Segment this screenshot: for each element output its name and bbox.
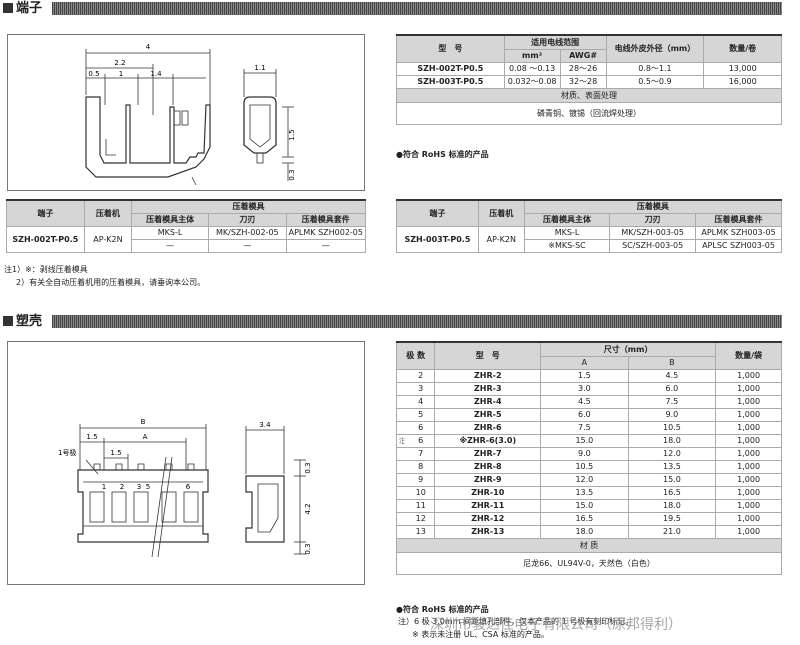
housing-note-2: ※ 表示未注册 UL、CSA 标准的产品。: [412, 630, 549, 639]
section-header-terminal: 端子: [0, 0, 800, 18]
rohs-note: ●符合 RoHS 标准的产品: [396, 150, 489, 159]
terminal-drawing: 4 2.2 0.5 1 1.4 1.1 1.5 0.3: [7, 34, 365, 191]
th-awg: AWG#: [559, 48, 607, 63]
dim-b: 0.5: [88, 70, 99, 78]
th-material: 材 质: [396, 537, 782, 553]
dim-a: A: [143, 433, 148, 441]
dim-g: 0.3: [288, 169, 296, 180]
pin-label: 1: [102, 483, 106, 491]
section-square-icon: [3, 316, 13, 326]
th-qty: 数量/卷: [703, 34, 782, 63]
pin-label: 5: [146, 483, 150, 491]
pin-label: 3: [137, 483, 141, 491]
dim-c: 1: [119, 70, 123, 78]
dim-e: 1.1: [254, 64, 265, 72]
th-outer: 电线外皮外径（mm）: [605, 34, 705, 63]
housing-note-1: 注）6 极 3.0mm 间距填孔部件，仅本产品的 1 号极有刻印标记。: [398, 617, 634, 626]
table-row: SZH-003T-P0.5 0.032～0.08 32～28 0.5～0.9 1…: [396, 74, 782, 89]
dim-42: 4.2: [304, 503, 312, 514]
dim-34: 3.4: [259, 421, 271, 429]
dim-15b: 1.5: [110, 449, 121, 457]
dim-b: B: [141, 418, 146, 426]
table-row: ※MKS-SC SC/SZH-003-05 APLSC SZH003-05: [397, 238, 782, 253]
crimp-table-right: 端子 压着机 压着模具 压着模具主体 刀刃 压着模具套件 SZH-003T-P0…: [396, 199, 783, 253]
rohs-note: ●符合 RoHS 标准的产品: [396, 605, 489, 614]
section-bar: [52, 2, 782, 15]
dim-03a: 0.3: [304, 462, 312, 473]
dim-f: 1.5: [288, 129, 296, 140]
table-row: SZH-002T-P0.5 AP-K2N MKS-L MK/SZH-002-05…: [6, 225, 367, 253]
section-title: 端子: [16, 1, 43, 16]
dim-03b: 0.3: [304, 543, 312, 554]
section-header-housing: 塑壳: [0, 313, 800, 331]
dim-total: 4: [146, 43, 151, 51]
th-wire-range: 适用电线范围: [503, 34, 607, 50]
table-row: SZH-002T-P0.5 0.08 ～0.13 28～26 0.8～1.1 1…: [396, 61, 782, 76]
material-value: 磷青铜、镀锡（回流焊处理）: [396, 101, 782, 125]
material-value: 尼龙66、UL94V-0，天然色（白色）: [396, 551, 782, 575]
th-material: 材质、表面处理: [396, 87, 782, 103]
dim-d: 1.4: [150, 70, 162, 78]
terminal-note-2: 2）有关全自动压着机用的压着模具，请垂询本公司。: [16, 278, 206, 287]
table-row: SZH-003T-P0.5 AP-K2N MKS-L MK/SZH-003-05…: [396, 225, 782, 253]
pin-label: 6: [186, 483, 191, 491]
pin-label: 2: [120, 483, 124, 491]
section-title: 塑壳: [16, 314, 43, 329]
terminal-spec-table: 型 号 适用电线范围 电线外皮外径（mm） 数量/卷 mm² AWG# SZH-…: [396, 34, 782, 125]
table-row: — — —: [7, 238, 367, 253]
terminal-note-1: 注1）※：剥线压着模具: [4, 265, 88, 274]
crimp-table-left: 端子 压着机 压着模具 压着模具主体 刀刃 压着模具套件 SZH-002T-P0…: [6, 199, 367, 253]
housing-drawing: B A 1.5 1.5 1号极 1 2 3 5 6 3.4 0.3 4.2 0.…: [7, 341, 365, 585]
watermark: 深圳市骏达佳电子有限公司（原邦得利）: [430, 617, 682, 633]
th-mm2: mm²: [503, 48, 561, 63]
section-bar: [52, 315, 782, 328]
dim-a: 2.2: [114, 59, 125, 67]
section-square-icon: [3, 3, 13, 13]
pin1-label: 1号极: [58, 448, 76, 457]
dim-15a: 1.5: [86, 433, 97, 441]
th-model: 型 号: [396, 34, 505, 63]
